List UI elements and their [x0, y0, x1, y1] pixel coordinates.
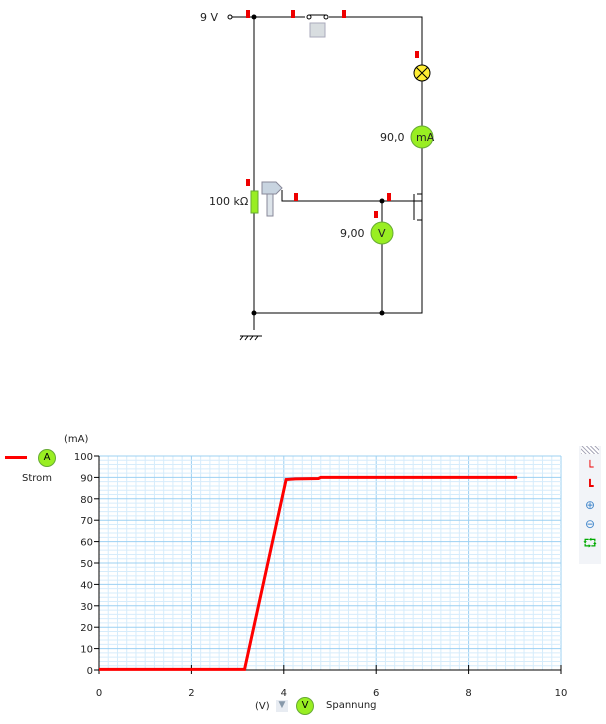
chart-toolbar: └ ┗ ⊕ ⊖ ⮔	[579, 446, 601, 564]
x-axis-label: Spannung	[326, 700, 377, 711]
x-axis-dropdown-icon[interactable]: ▼	[276, 700, 288, 712]
y-tick-label: 20	[80, 623, 93, 634]
x-tick-label: 6	[373, 688, 379, 699]
y-tick-label: 90	[80, 473, 93, 484]
x-axis-icon[interactable]: └	[586, 460, 594, 474]
potentiometer-slider[interactable]	[261, 181, 283, 217]
y-tick-label: 70	[80, 516, 93, 527]
y-tick-label: 50	[80, 559, 93, 570]
x-tick-label: 4	[281, 688, 287, 699]
legend-meter-icon[interactable]: A	[38, 449, 56, 467]
y-tick-label: 60	[80, 538, 93, 549]
voltmeter-unit: V	[378, 227, 386, 240]
y-axis-icon[interactable]: ┗	[586, 479, 594, 493]
source-label: 9 V	[200, 11, 219, 24]
autoscale-icon[interactable]: ⮔	[582, 536, 598, 550]
grid-icon[interactable]	[581, 446, 599, 454]
resistor-label: 100 kΩ	[209, 195, 249, 208]
circuit-diagram	[227, 10, 434, 341]
zoom-in-icon[interactable]: ⊕	[584, 498, 596, 512]
x-tick-label: 10	[555, 688, 568, 699]
x-tick-label: 8	[465, 688, 471, 699]
y-tick-label: 100	[74, 452, 93, 463]
y-tick-label: 10	[80, 645, 93, 656]
ammeter-value: 90,0	[380, 131, 405, 144]
y-tick-label: 40	[80, 580, 93, 591]
ammeter[interactable]	[410, 125, 434, 149]
x-axis-meter-icon[interactable]: V	[296, 697, 314, 715]
voltmeter[interactable]	[370, 221, 394, 245]
legend-label: Strom	[22, 473, 53, 484]
y-axis-unit: (mA)	[64, 434, 89, 445]
series-line-strom	[99, 475, 518, 671]
y-tick-label: 80	[80, 495, 93, 506]
potentiometer[interactable]	[250, 190, 259, 214]
zoom-out-icon[interactable]: ⊖	[584, 517, 596, 531]
legend-line	[5, 456, 27, 459]
lamp[interactable]	[413, 64, 431, 82]
y-tick-label: 30	[80, 602, 93, 613]
ammeter-unit: mA	[416, 131, 435, 144]
x-axis-unit: (V)	[255, 701, 270, 712]
y-tick-label: 0	[87, 666, 93, 677]
voltmeter-value: 9,00	[340, 227, 365, 240]
switch[interactable]	[305, 14, 329, 38]
x-tick-label: 2	[188, 688, 194, 699]
x-tick-label: 0	[96, 688, 102, 699]
